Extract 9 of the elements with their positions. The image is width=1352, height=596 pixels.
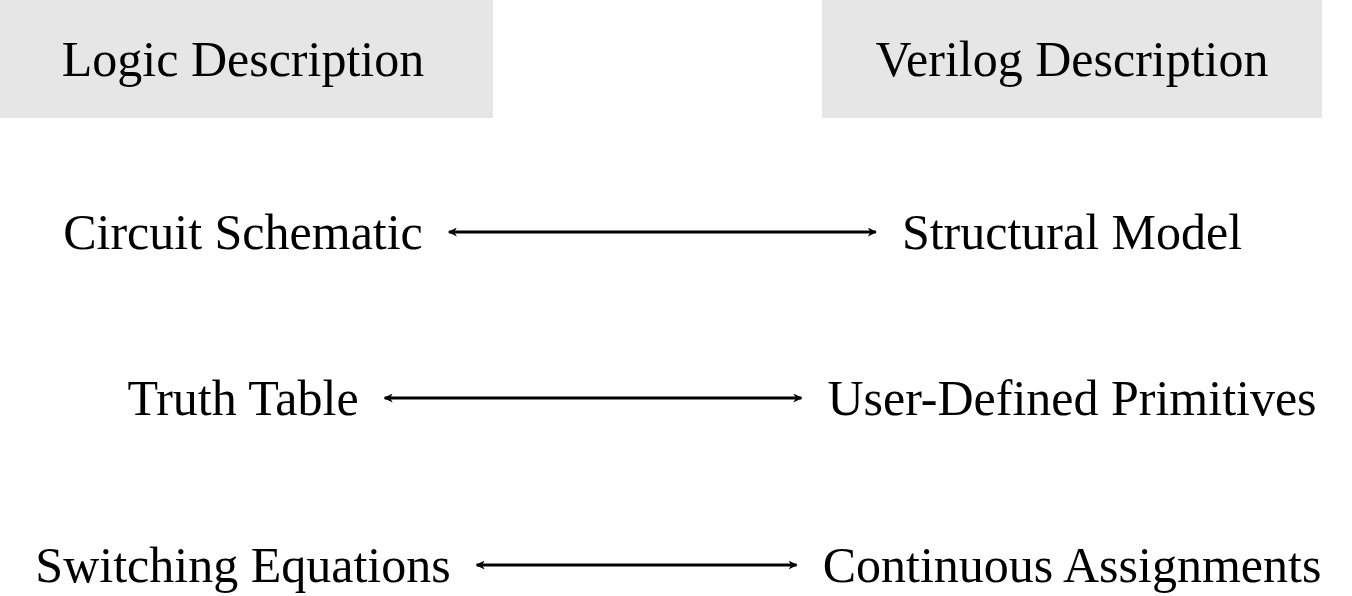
double-arrow <box>383 393 803 403</box>
double-arrow <box>475 560 798 570</box>
text-label: User-Defined Primitives <box>803 373 1341 423</box>
double-arrow <box>447 227 877 237</box>
text-label: Circuit Schematic <box>39 207 447 257</box>
header-box: Verilog Description <box>822 0 1322 118</box>
text-label: Structural Model <box>877 207 1267 257</box>
header-box: Logic Description <box>0 0 493 118</box>
text-label: Truth Table <box>103 373 383 423</box>
